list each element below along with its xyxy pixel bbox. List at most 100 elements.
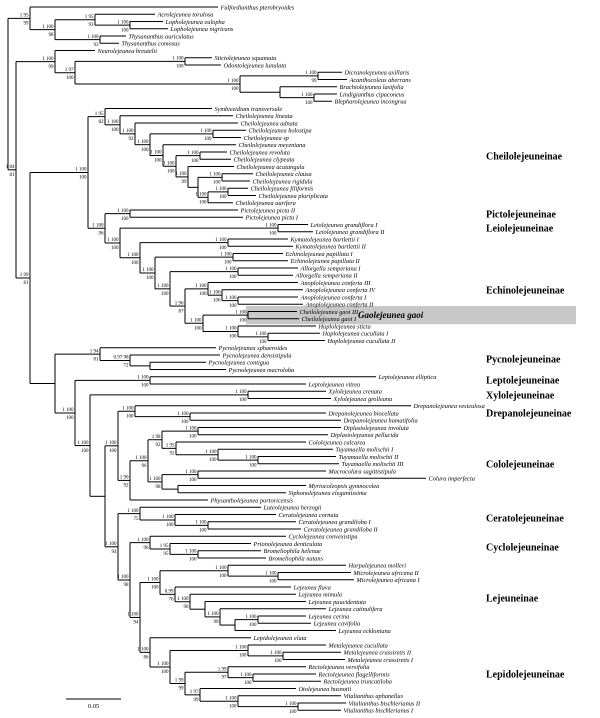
taxon-label: Cheilolejeunea adnata	[241, 120, 298, 127]
support-value: 1 100	[163, 161, 175, 166]
support-value: 100	[213, 181, 221, 186]
taxon-label: Lejeunea cerina	[308, 613, 350, 620]
support-value: 1 100	[92, 223, 104, 228]
taxon-label: Symbiezidium transversale	[215, 106, 283, 113]
support-value: 1 100	[235, 646, 247, 651]
support-value: 1 100	[245, 615, 257, 620]
support-value: 1 100	[157, 662, 169, 667]
taxon-label: Cheilolejeunea clypeata	[234, 157, 295, 164]
support-value: 1 100	[172, 57, 184, 62]
support-value: 100	[249, 623, 257, 628]
support-value: 100	[305, 101, 313, 106]
support-value: 100	[229, 704, 237, 709]
support-value: 1 100	[62, 408, 74, 413]
support-value: 100	[189, 558, 197, 563]
taxon-label: Acanthocoleus aberrans	[349, 77, 412, 84]
support-value: 81	[10, 173, 16, 178]
support-value: 1 99	[175, 679, 184, 684]
taxon-label: Rectolejeunea versifolia	[308, 664, 370, 671]
taxon-label: Drepanolejeunea biocellata	[328, 410, 399, 417]
taxon-label: Tuyamaella molischii III	[342, 461, 405, 468]
support-value: 1 100	[195, 193, 207, 198]
taxon-label: Pictolejeunea picta I	[245, 215, 299, 222]
support-value: 1 100	[177, 597, 189, 602]
taxon-label: Luteolejeunea herzogii	[263, 505, 322, 512]
taxon-label: Cheilolejeunea holostipa	[249, 128, 312, 135]
support-value: 1 100	[137, 376, 149, 381]
support-value: 98	[49, 33, 55, 38]
support-value: 1 100	[225, 296, 237, 301]
taxon-label: Haplolejeunea cucullata I	[322, 331, 390, 338]
taxon-label: Lopholejeunea nigricans	[170, 26, 234, 33]
taxon-label: Drepanolejeunea vesiculosa	[413, 403, 485, 410]
support-value: 99	[179, 687, 185, 692]
support-value: 1 100	[215, 566, 227, 571]
subfamily-label: Leiolejeuneinae	[486, 224, 554, 235]
support-value: 100	[269, 231, 277, 236]
taxon-label: Fulfordianthus pterobryoides	[220, 4, 295, 11]
support-value: 1 95	[95, 112, 104, 117]
support-value: 1 100	[220, 252, 232, 257]
support-value: 1 99	[218, 667, 227, 672]
taxon-label: Cheilolejeunea gaoi III	[300, 309, 360, 316]
support-value: 1 95	[160, 544, 169, 549]
taxon-label: Cheilolejeunea aurifera	[236, 200, 296, 207]
scale-bar-label: 0.05	[88, 703, 99, 710]
taxon-label: Dicranolejeunea axillaris	[344, 70, 410, 77]
support-value: 1 100	[117, 209, 129, 214]
support-value: 1 100	[117, 20, 129, 25]
taxon-label: Allorgella semperiana II	[295, 273, 359, 280]
taxon-label: Vitalianthus aphanellus	[344, 693, 404, 700]
taxon-label: Tuyamaella molischii II	[339, 454, 400, 461]
taxon-label: Lejeunea cavifolia	[313, 621, 361, 628]
support-value: 1 100	[135, 456, 147, 461]
support-value: 1 100	[235, 310, 247, 315]
support-value: 1 100	[105, 441, 117, 446]
taxon-label: Metalejeunea crassiretis I	[347, 657, 414, 664]
support-value: 99	[24, 22, 30, 27]
support-value: 90	[214, 620, 220, 625]
support-value: 100	[141, 384, 149, 389]
taxon-label: Cheilolejeunea pluriplicata	[259, 193, 328, 200]
taxon-label: Haplolejeunea sticta	[318, 323, 371, 330]
support-value: 100	[209, 458, 217, 463]
support-value: 1 100	[305, 71, 317, 76]
taxon-label: Kymatolejeunea bartlettii II	[295, 244, 367, 251]
support-value: 100	[126, 414, 134, 419]
support-value: 100	[176, 65, 184, 70]
taxon-label: Anoplolejeunea conferta IV	[305, 287, 377, 294]
taxon-label: Acrolejeunea torulosa	[157, 12, 214, 19]
support-value: 100	[259, 340, 267, 345]
taxon-label: Rectolejeunea truncatiloba	[323, 679, 392, 686]
support-value: 100	[121, 217, 129, 222]
taxon-label: Otolejeunea husnotii	[299, 686, 352, 693]
subfamily-label: Cyclolejeuneinae	[486, 543, 559, 554]
subfamily-label: Echinolejeuneinae	[486, 286, 565, 297]
support-value: 1 100	[42, 57, 54, 62]
support-value: 1 100	[225, 267, 237, 272]
support-value: 100	[213, 298, 221, 303]
support-value: 100	[66, 416, 74, 421]
support-value: 1 95	[166, 444, 175, 449]
support-value: 92	[129, 137, 135, 142]
support-value: 1 84	[6, 165, 15, 170]
support-value: 1 100	[215, 238, 227, 243]
support-value: 1 100	[147, 578, 159, 583]
support-value: 100	[239, 318, 247, 323]
support-value: 1 100	[215, 187, 227, 192]
support-value: 1 100	[225, 696, 237, 701]
subfamily-label: Xylolejeuneinae	[486, 391, 555, 402]
support-value: 93	[94, 43, 100, 48]
taxon-label: Bromeliophila helenae	[264, 548, 322, 555]
taxon-label: Leptolejeunea vitrea	[308, 381, 361, 388]
support-value: 1 100	[149, 477, 161, 482]
taxon-label: Cheilolejeunea lineata	[236, 113, 293, 120]
support-value: 1 100	[105, 542, 117, 547]
support-value: 100	[181, 420, 189, 425]
support-value: 100	[204, 137, 212, 142]
support-value: 100	[244, 681, 252, 686]
subfamily-label: Lejeuneinae	[486, 594, 539, 605]
taxon-label: Anoplolejeunea conferta III	[300, 280, 372, 287]
taxon-label: Cheilolejeunea clausa	[256, 171, 312, 178]
support-value: 1 100	[157, 284, 169, 289]
